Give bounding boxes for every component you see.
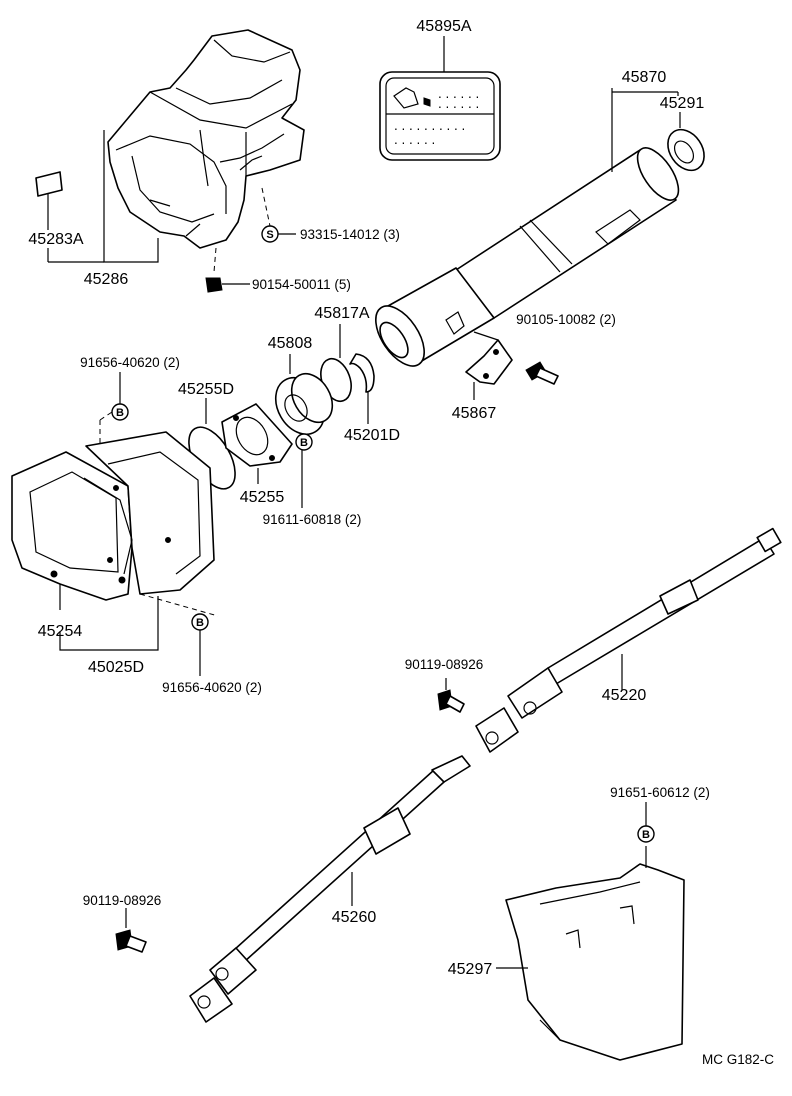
svg-text:S: S (266, 229, 273, 241)
label-45297: 45297 (448, 961, 493, 978)
label-45870: 45870 (622, 69, 667, 86)
label-45254: 45254 (38, 623, 83, 640)
label-45283A[interactable] (35, 171, 63, 197)
b-badge-91656b: B (191, 613, 209, 631)
bolt-90119-a[interactable] (437, 689, 465, 713)
svg-text:B: B (642, 829, 650, 841)
b-badge-91656a: B (111, 403, 129, 421)
label-91656a: 91656-40620 (2) (80, 355, 180, 370)
plate-45255[interactable] (221, 403, 293, 467)
svg-text:B: B (116, 407, 124, 419)
svg-text:. . . . . .: . . . . . . (438, 96, 479, 111)
label-45283A-text: 45283A (28, 231, 83, 248)
bracket-45867[interactable] (465, 331, 513, 385)
shaft-45260[interactable] (189, 755, 471, 1023)
label-45817A: 45817A (314, 305, 369, 322)
b-badge-91651: B (637, 825, 655, 843)
cover-45297[interactable] (505, 863, 685, 1061)
b-badge-91611: B (295, 433, 313, 451)
label-45255: 45255 (240, 489, 285, 506)
label-93315: 93315-14012 (3) (300, 227, 400, 242)
label-90105: 90105-10082 (2) (516, 312, 616, 327)
label-45286: 45286 (84, 271, 129, 288)
snap-ring-45201D[interactable] (349, 353, 375, 393)
label-45895A: 45895A (416, 18, 471, 35)
bolt-90119-b[interactable] (115, 929, 147, 953)
label-45255D: 45255D (178, 381, 234, 398)
label-90119b: 90119-08926 (83, 893, 162, 908)
shaft-45220[interactable] (475, 527, 782, 753)
svg-text:. . . . . . . . . .: . . . . . . . . . . (394, 118, 465, 133)
label-91651: 91651-60612 (2) (610, 785, 710, 800)
screw-90154[interactable] (205, 247, 250, 293)
label-45025D: 45025D (88, 659, 144, 676)
label-90119a: 90119-08926 (405, 657, 484, 672)
label-45291: 45291 (660, 95, 705, 112)
screw-93315[interactable] (261, 187, 271, 227)
hole-cover-45254[interactable] (11, 431, 215, 601)
diagram-code: MC G182-C (702, 1052, 774, 1067)
bearing-45291[interactable] (660, 123, 711, 177)
label-91656b: 91656-40620 (2) (162, 680, 262, 695)
label-90154: 90154-50011 (5) (252, 277, 351, 292)
label-91611: 91611-60818 (2) (263, 512, 362, 527)
label-45260: 45260 (332, 909, 377, 926)
svg-text:B: B (196, 617, 204, 629)
svg-text:. . . . . .: . . . . . . (394, 132, 435, 147)
bolt-90105[interactable] (525, 361, 559, 385)
s-badge-93315: S (261, 225, 279, 243)
label-plate-45895A[interactable]: . . . . . . . . . . . . . . . . . . . . … (379, 71, 501, 161)
label-45808: 45808 (268, 335, 313, 352)
label-45867: 45867 (452, 405, 497, 422)
column-tube-45870[interactable] (366, 141, 686, 374)
label-45220: 45220 (602, 687, 647, 704)
svg-text:. . . . . .: . . . . . . (438, 86, 479, 101)
svg-text:B: B (300, 437, 308, 449)
column-cover-45286[interactable] (107, 29, 305, 249)
bearing-45808[interactable] (266, 366, 341, 442)
label-45201D: 45201D (344, 427, 400, 444)
